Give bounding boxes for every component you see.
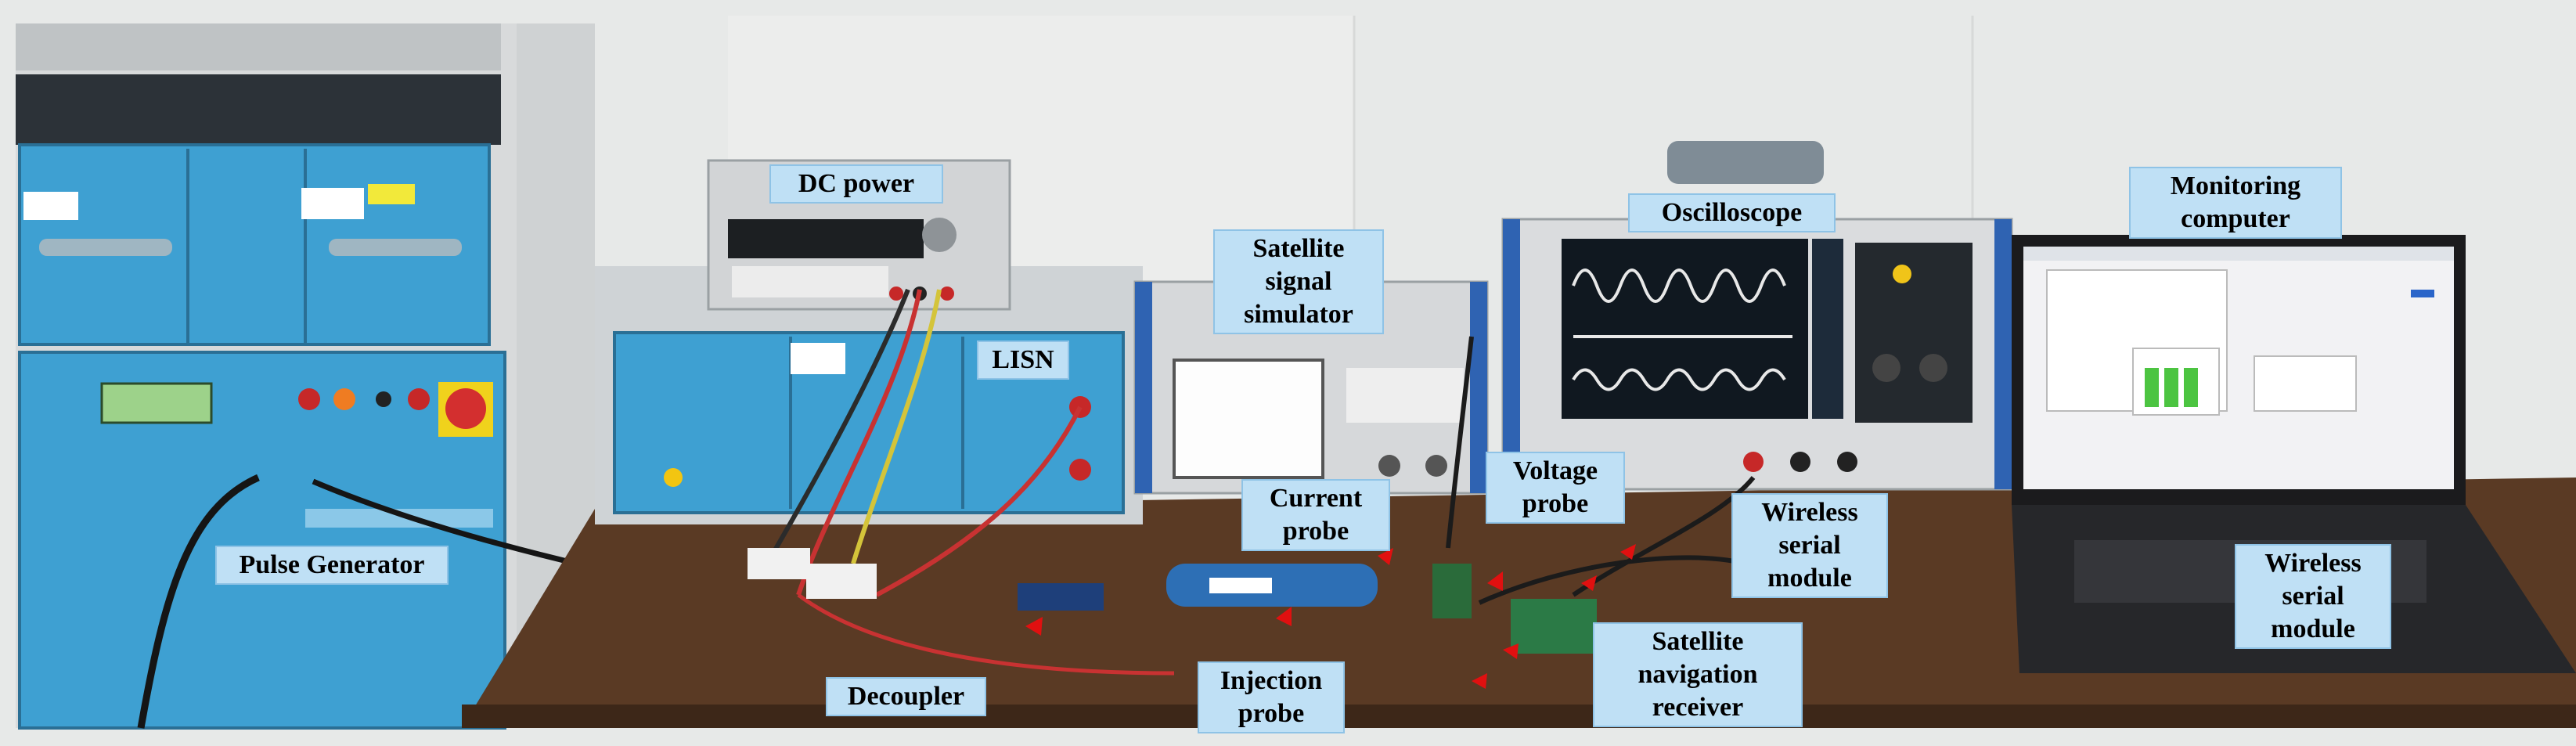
label-line: module (2271, 614, 2355, 643)
label-line: serial (1778, 531, 1841, 560)
label-line: probe (1238, 699, 1305, 728)
label-satellite-signal-simulator: Satellite signal simulator (1213, 229, 1384, 334)
label-line: Monitoring (2170, 171, 2301, 200)
label-satellite-navigation-receiver: Satellite navigation receiver (1593, 622, 1803, 727)
label-line: Voltage (1512, 456, 1598, 485)
label-line: Wireless (2264, 549, 2362, 578)
label-line: serial (2282, 582, 2344, 611)
label-oscilloscope: Oscilloscope (1628, 193, 1836, 232)
label-line: computer (2181, 204, 2290, 233)
label-lisn: LISN (977, 341, 1069, 380)
label-pulse-generator-text: Pulse Generator (239, 550, 425, 579)
label-oscilloscope-text: Oscilloscope (1661, 198, 1803, 227)
label-dc-power-text: DC power (798, 169, 915, 198)
label-decoupler: Decoupler (826, 677, 986, 716)
label-wireless-serial-module-right: Wireless serial module (2235, 544, 2391, 649)
label-line: signal (1265, 267, 1332, 296)
label-line: receiver (1652, 693, 1744, 722)
label-line: Satellite (1252, 234, 1345, 263)
label-wireless-serial-module-center: Wireless serial module (1731, 493, 1888, 598)
label-line: Satellite (1652, 627, 1744, 656)
label-line: module (1767, 564, 1852, 593)
label-line: probe (1522, 489, 1589, 518)
label-lisn-text: LISN (992, 345, 1054, 374)
label-dc-power: DC power (769, 164, 943, 204)
label-monitoring-computer: Monitoring computer (2129, 167, 2342, 239)
label-line: simulator (1244, 300, 1353, 329)
label-voltage-probe: Voltage probe (1486, 452, 1625, 524)
annotation-arrows (1025, 544, 1636, 689)
label-current-probe: Current probe (1241, 479, 1390, 551)
label-injection-probe: Injection probe (1198, 661, 1345, 733)
lisn-box (595, 266, 1143, 524)
label-line: probe (1282, 517, 1349, 546)
label-line: Injection (1220, 666, 1323, 695)
label-line: Wireless (1761, 498, 1858, 527)
table-equipment (748, 288, 1756, 676)
table-edge (462, 705, 2576, 728)
label-line: navigation (1637, 660, 1758, 689)
satellite-signal-simulator (1133, 280, 1489, 495)
label-line: Current (1269, 484, 1363, 513)
label-pulse-generator: Pulse Generator (215, 546, 449, 585)
pulse-generator-rack (16, 23, 862, 730)
label-decoupler-text: Decoupler (847, 682, 965, 711)
